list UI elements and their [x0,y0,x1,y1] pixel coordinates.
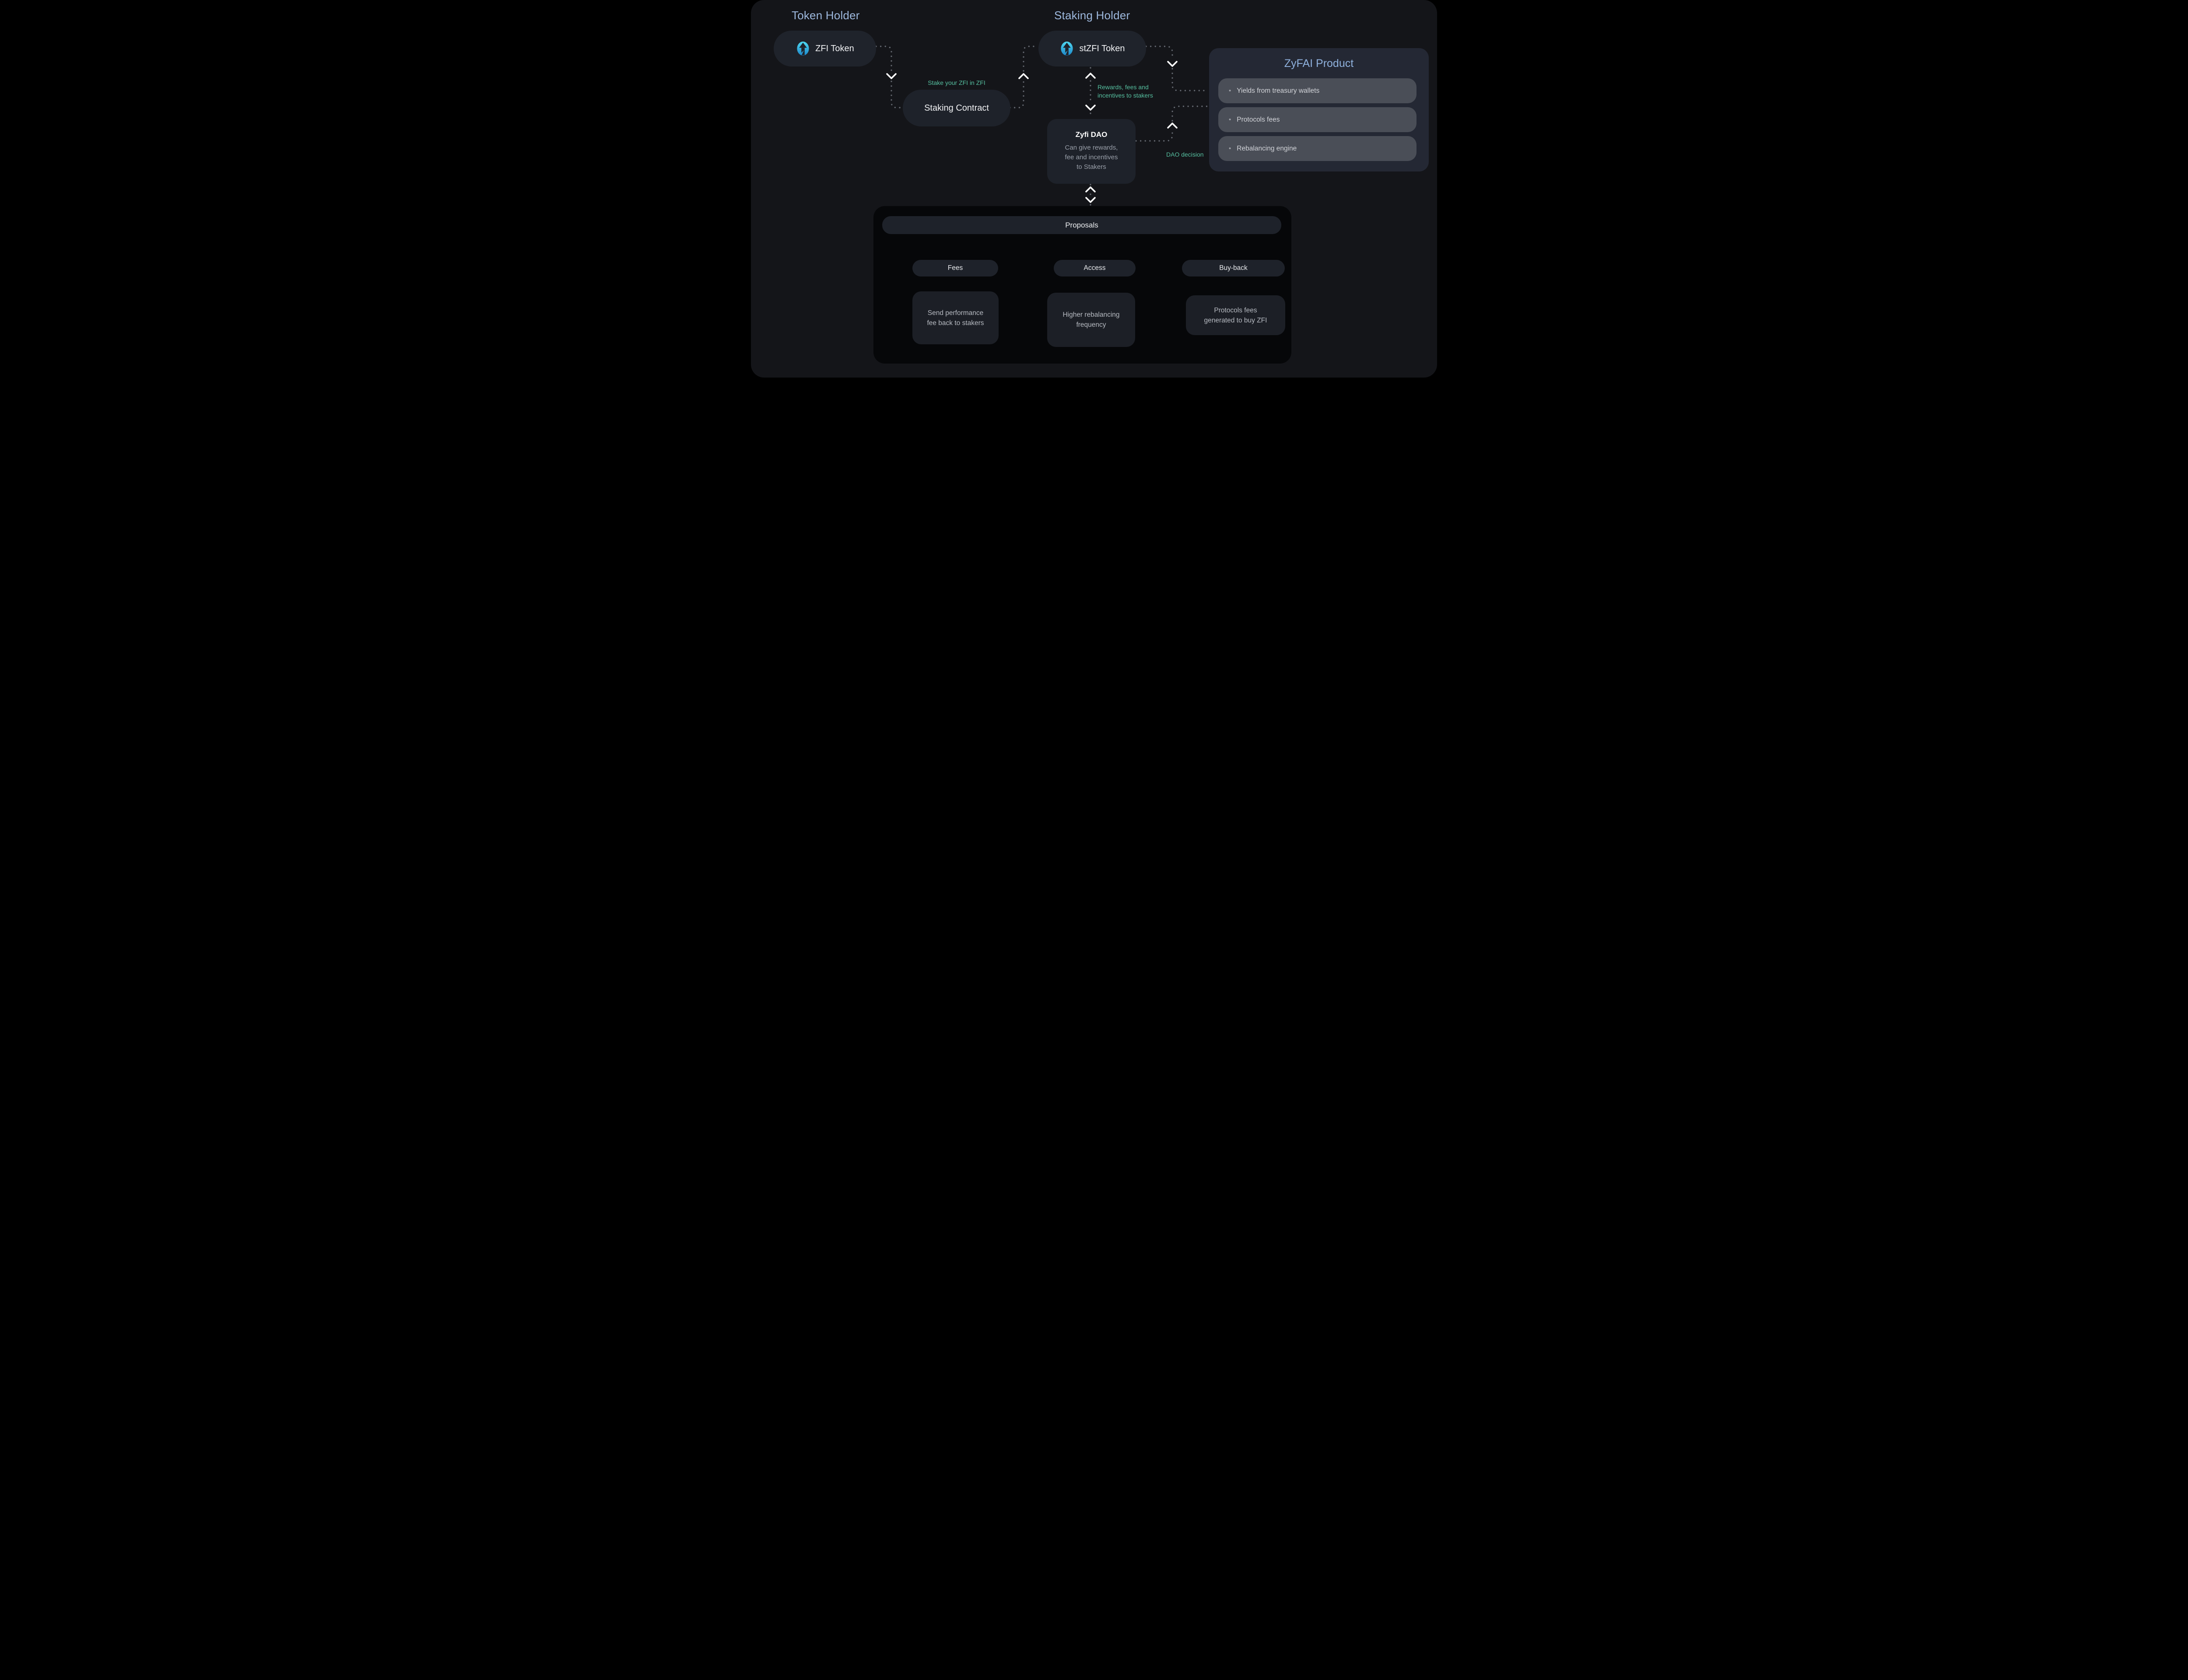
desc-box-fees: Send performance fee back to stakers [912,291,999,344]
proposals-label: Proposals [1065,220,1098,229]
zyfi-dao-description: Can give rewards, fee and incentives to … [1047,143,1136,172]
edge-zfi-to-staking-1 [875,46,892,72]
product-item-label: Rebalancing engine [1237,144,1297,152]
rewards-edge-label: Rewards, fees and incentives to stakers [1098,83,1153,100]
edge-staking-to-stzfi-2 [1023,46,1035,72]
zyfi-dao-description-line2: fee and incentives [1065,154,1118,161]
chevron-up-icon [1085,73,1096,79]
edge-staking-to-stzfi-1 [1009,80,1024,108]
edge-dao-to-product-2 [1171,105,1209,122]
zyfi-logo-icon [1061,42,1073,56]
zyfi-dao-description-line1: Can give rewards, [1065,144,1118,151]
chevron-down-icon [1167,61,1178,67]
stake-edge-label: Stake your ZFI in ZFI [928,79,985,86]
rewards-edge-label-line1: Rewards, fees and [1098,84,1149,91]
option-pill-buyback: Buy-back [1182,260,1285,276]
option-pill-access: Access [1054,260,1136,276]
zfi-token-node: ZFI Token [774,31,876,66]
desc-access-line1: Higher rebalancing [1062,311,1120,318]
dao-decision-edge-label: DAO decision [1166,151,1204,158]
bullet-icon: • [1229,145,1231,152]
product-item-label: Yields from treasury wallets [1237,87,1320,94]
chevron-up-icon [1018,73,1029,79]
bullet-icon: • [1229,116,1231,123]
zyfi-logo-icon [797,42,809,56]
zyfai-product-title: ZyFAI Product [1284,57,1354,70]
stzfi-token-node: stZFI Token [1038,31,1146,66]
desc-fees-line1: Send performance [927,309,984,317]
proposals-bar: Proposals [882,216,1281,234]
chevron-up-icon [1167,122,1178,129]
product-item-label: Protocols fees [1237,116,1280,123]
edge-stzfi-to-product-1 [1145,46,1173,60]
chevron-down-icon [886,73,897,79]
chevron-down-icon [1085,105,1096,111]
product-item-rebalancing: • Rebalancing engine [1218,136,1417,161]
desc-fees-line2: fee back to stakers [927,319,984,327]
desc-box-buyback: Protocols fees generated to buy ZFI [1186,295,1285,335]
zfi-token-label: ZFI Token [815,43,854,53]
option-pill-label: Fees [947,264,963,272]
chevron-down-icon [1085,197,1096,203]
zyfi-dao-title: Zyfi DAO [1075,130,1108,139]
bullet-icon: • [1229,87,1231,94]
desc-buyback-line1: Protocols fees [1214,306,1257,314]
edge-dao-to-product-1 [1135,130,1173,142]
option-pill-fees: Fees [912,260,998,276]
diagram-canvas: Token Holder Staking Holder ZFI Token [751,0,1437,378]
desc-buyback-line2: generated to buy ZFI [1204,316,1267,324]
edge-stzfi-to-product-2 [1171,68,1209,91]
staking-holder-heading: Staking Holder [1054,9,1130,22]
edge-zfi-to-staking-2 [891,80,903,108]
token-holder-heading: Token Holder [792,9,860,22]
desc-box-access: Higher rebalancing frequency [1047,293,1135,347]
product-item-protocol-fees: • Protocols fees [1218,107,1417,132]
chevron-up-icon [1085,186,1096,192]
zyfi-dao-node: Zyfi DAO Can give rewards, fee and incen… [1047,119,1136,184]
zyfi-dao-description-line3: to Stakers [1076,163,1106,171]
staking-contract-label: Staking Contract [924,103,989,113]
desc-access-line2: frequency [1076,321,1106,329]
staking-contract-node: Staking Contract [903,90,1010,126]
stzfi-token-label: stZFI Token [1079,43,1125,53]
rewards-edge-label-line2: incentives to stakers [1098,92,1153,99]
option-pill-label: Access [1083,264,1106,272]
zyfai-product-panel: ZyFAI Product • Yields from treasury wal… [1209,48,1429,172]
product-item-yields: • Yields from treasury wallets [1218,78,1417,103]
option-pill-label: Buy-back [1219,264,1248,272]
